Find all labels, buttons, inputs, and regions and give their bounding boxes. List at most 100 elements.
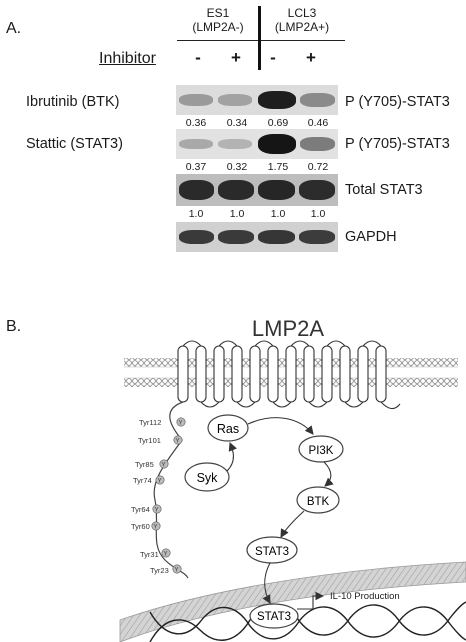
row1-quant-lane2: 0.34 (226, 117, 248, 129)
band (258, 180, 295, 200)
stat3-cytoplasm-label: STAT3 (255, 546, 289, 558)
blot-row1 (176, 85, 338, 115)
residue-y-label: Y (175, 568, 179, 574)
pi3k-bubble (298, 435, 344, 463)
tyr64-site: Tyr64 Y (131, 504, 162, 514)
n-terminal-tail (153, 401, 189, 579)
il10-production-label: IL-10 Production (330, 591, 400, 602)
tyr23-site: Tyr23 Y (150, 564, 182, 575)
group-es1-status: (LMP2A-) (192, 20, 244, 34)
residue-y-label: Y (158, 479, 162, 485)
row1-quant-lane4: 0.46 (307, 117, 329, 129)
row2-inhibitor-label: Stattic (STAT3) (26, 136, 123, 152)
ras-node: Ras (207, 414, 249, 442)
group-es1-name: ES1 (206, 6, 230, 20)
stat3-cytoplasm-node: STAT3 (246, 536, 298, 564)
row2-quant-lane3: 1.75 (267, 161, 289, 173)
band (218, 230, 254, 244)
pi3k-to-btk-arrow (323, 461, 334, 487)
tyr101-label: Tyr101 (138, 436, 161, 445)
stat3-cytoplasm-bubble (246, 536, 298, 564)
blot-row2 (176, 129, 338, 159)
phospho-tyrosine-icon (155, 475, 165, 485)
btk-bubble (296, 486, 340, 514)
band (218, 139, 252, 149)
band (300, 137, 335, 151)
tyr60-site: Tyr60 Y (131, 521, 161, 531)
row3-quant-lane2: 1.0 (229, 208, 245, 220)
dna-helix (149, 601, 466, 642)
syk-bubble (184, 462, 230, 492)
nuclear-envelope (119, 561, 466, 642)
header-underline (177, 40, 345, 41)
stat3-to-nucleus-arrow (262, 562, 271, 604)
phospho-tyrosine-icon (161, 548, 171, 558)
lmp2a-pathway-diagram: LMP2A Tyr (119, 316, 466, 642)
band (179, 139, 213, 149)
row3-quant-lane3: 1.0 (270, 208, 286, 220)
group-lcl3-name: LCL3 (287, 6, 317, 20)
phospho-tyrosine-icon (176, 417, 186, 427)
band (299, 230, 335, 244)
blot-row4 (176, 222, 338, 252)
row2-quant-lane1: 0.37 (185, 161, 207, 173)
band (179, 94, 213, 106)
row1-quant-lane3: 0.69 (267, 117, 289, 129)
ras-bubble (207, 414, 249, 442)
syk-to-ras-arrow (226, 441, 237, 472)
syk-node: Syk (184, 462, 230, 492)
row4-target-label: GAPDH (345, 229, 397, 245)
row3-quant-lane4: 1.0 (310, 208, 326, 220)
phospho-tyrosine-icon (152, 504, 162, 514)
residue-y-label: Y (179, 421, 183, 427)
lane2-sign: + (231, 48, 241, 67)
stat3-nucleus-node: STAT3 (249, 603, 299, 629)
transmembrane-helices (177, 345, 387, 403)
tyr112-label: Tyr112 (139, 418, 161, 427)
band (179, 180, 214, 200)
btk-label: BTK (307, 496, 330, 508)
row2-target-label: P (Y705)-STAT3 (345, 136, 450, 152)
row1-target-label: P (Y705)-STAT3 (345, 94, 450, 110)
residue-y-label: Y (154, 525, 158, 531)
diagram-title: LMP2A (252, 316, 324, 341)
ras-label: Ras (217, 422, 239, 436)
inhibitor-label: Inhibitor (99, 50, 156, 67)
phospho-tyrosine-icon (172, 564, 182, 574)
row3-target-label: Total STAT3 (345, 182, 423, 198)
tyrosine-residues: Tyr112 Y Tyr101 Y Tyr85 Y Tyr74 Y Tyr64 … (131, 417, 186, 575)
syk-label: Syk (197, 471, 219, 485)
residue-y-label: Y (164, 552, 168, 558)
il10-production-arrow (297, 591, 325, 610)
pi3k-node: PI3K (298, 435, 344, 463)
phospho-tyrosine-icon (173, 435, 183, 445)
tyr85-site: Tyr85 Y (135, 459, 169, 469)
stat3-nucleus-label: STAT3 (257, 611, 291, 623)
band (300, 93, 335, 107)
tyr60-label: Tyr60 (131, 522, 150, 531)
group-divider (258, 6, 261, 70)
band (218, 180, 254, 200)
lane1-sign: - (195, 48, 201, 67)
phospho-tyrosine-icon (151, 521, 161, 531)
btk-node: BTK (296, 486, 340, 514)
band (258, 134, 296, 154)
residue-y-label: Y (155, 508, 159, 514)
row1-quant-lane1: 0.36 (185, 117, 207, 129)
band (258, 230, 295, 244)
tyr23-label: Tyr23 (150, 566, 169, 575)
group-es1-header: ES1 (LMP2A-) (178, 6, 258, 34)
tyr74-site: Tyr74 Y (133, 475, 165, 485)
band (179, 230, 214, 244)
helix-loops (182, 340, 401, 410)
btk-to-stat3-arrow (280, 510, 305, 538)
group-lcl3-header: LCL3 (LMP2A+) (262, 6, 342, 34)
band (218, 94, 252, 106)
ras-to-pi3k-arrow (247, 417, 314, 435)
tyr85-label: Tyr85 (135, 460, 154, 469)
row2-quant-lane4: 0.72 (307, 161, 329, 173)
tyr31-site: Tyr31 Y (140, 548, 171, 559)
band (299, 180, 335, 200)
blot-row3 (176, 174, 338, 206)
group-lcl3-status: (LMP2A+) (274, 20, 330, 34)
